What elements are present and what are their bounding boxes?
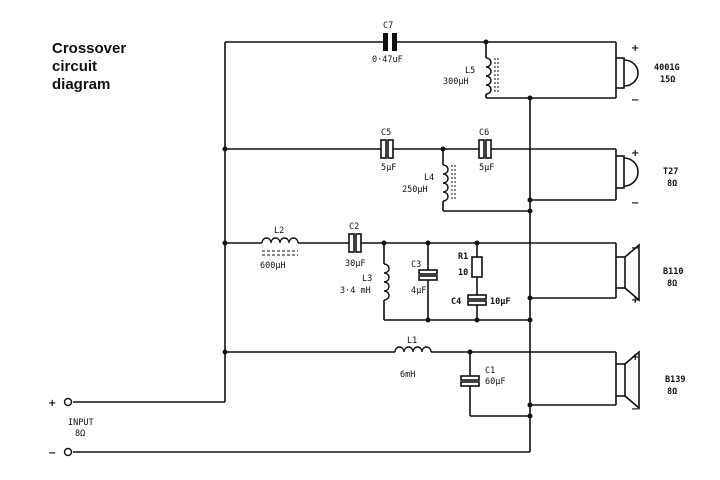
input-plus-sign: + bbox=[48, 398, 56, 409]
svg-text:+: + bbox=[631, 43, 639, 54]
l3-ref: L3 bbox=[362, 274, 372, 284]
capacitor-c1: C1 60μF bbox=[460, 366, 505, 387]
speaker-b139-impedance: 8Ω bbox=[667, 387, 677, 397]
resistor-r1: R1 10 bbox=[458, 252, 483, 278]
c5-value: 5μF bbox=[381, 163, 396, 173]
speaker-t27: + − T27 8Ω bbox=[615, 148, 678, 209]
c1-value: 60μF bbox=[485, 377, 505, 387]
title-line-1: Crossover bbox=[52, 40, 126, 57]
svg-text:−: − bbox=[631, 198, 639, 209]
c3-ref: C3 bbox=[411, 260, 421, 270]
l2-value: 600μH bbox=[260, 261, 286, 271]
inductor-l1: L1 6mH bbox=[394, 336, 432, 380]
speaker-b139: + − B139 8Ω bbox=[615, 350, 685, 415]
l4-ref: L4 bbox=[424, 173, 434, 183]
c3-value: 4μF bbox=[411, 286, 426, 296]
svg-text:−: − bbox=[631, 95, 639, 106]
c7-ref: C7 bbox=[383, 21, 393, 31]
l1-ref: L1 bbox=[407, 336, 417, 346]
inductor-l5: L5 300μH bbox=[443, 57, 499, 95]
c4-ref: C4 bbox=[451, 297, 461, 307]
capacitor-c7: C7 0·47uF bbox=[372, 21, 403, 65]
capacitor-c4: C4 10μF bbox=[451, 294, 510, 307]
speaker-b139-model: B139 bbox=[665, 375, 685, 385]
branch-4001g bbox=[225, 39, 617, 101]
input-label: INPUT bbox=[68, 418, 94, 428]
l5-value: 300μH bbox=[443, 77, 469, 87]
svg-text:+: + bbox=[631, 148, 639, 159]
capacitor-c5: C5 5μF bbox=[380, 128, 396, 173]
input-plus-terminal bbox=[63, 397, 73, 407]
branch-b139 bbox=[222, 349, 617, 419]
speaker-4001g: + − 4001G 15Ω bbox=[615, 43, 680, 106]
branch-b110 bbox=[222, 240, 617, 323]
capacitor-c2: C2 30μF bbox=[345, 222, 365, 269]
c5-ref: C5 bbox=[381, 128, 391, 138]
input-impedance: 8Ω bbox=[75, 429, 85, 439]
c7-value: 0·47uF bbox=[372, 55, 403, 65]
c6-ref: C6 bbox=[479, 128, 489, 138]
input-terminals: + − INPUT 8Ω bbox=[48, 397, 530, 459]
c2-value: 30μF bbox=[345, 259, 365, 269]
svg-text:−: − bbox=[631, 243, 639, 254]
speaker-4001g-model: 4001G bbox=[654, 63, 680, 73]
svg-text:+: + bbox=[631, 295, 639, 306]
c2-ref: C2 bbox=[349, 222, 359, 232]
l3-value: 3·4 mH bbox=[340, 286, 371, 296]
title-line-2: circuit bbox=[52, 58, 97, 75]
speaker-b110-model: B110 bbox=[663, 267, 683, 277]
inductor-l2: L2 600μH bbox=[260, 226, 299, 271]
inductor-l4: L4 250μH bbox=[402, 164, 456, 202]
speaker-b110-impedance: 8Ω bbox=[667, 279, 677, 289]
c4-value: 10μF bbox=[490, 297, 510, 307]
l1-value: 6mH bbox=[400, 370, 415, 380]
speaker-t27-model: T27 bbox=[663, 167, 678, 177]
r1-value: 10 bbox=[458, 268, 468, 278]
c6-value: 5μF bbox=[479, 163, 494, 173]
input-minus-sign: − bbox=[48, 448, 56, 459]
l5-ref: L5 bbox=[465, 66, 475, 76]
speaker-4001g-impedance: 15Ω bbox=[660, 75, 675, 85]
speaker-t27-impedance: 8Ω bbox=[667, 179, 677, 189]
speaker-b110: − + B110 8Ω bbox=[615, 243, 683, 306]
l4-value: 250μH bbox=[402, 185, 428, 195]
branch-t27 bbox=[222, 146, 617, 214]
r1-ref: R1 bbox=[458, 252, 468, 262]
svg-text:−: − bbox=[631, 404, 639, 415]
title-line-3: diagram bbox=[52, 76, 110, 93]
capacitor-c3: C3 4μF bbox=[411, 260, 438, 296]
diagram-title: Crossover circuit diagram bbox=[52, 40, 126, 93]
input-minus-terminal bbox=[63, 447, 73, 457]
inductor-l3: L3 3·4 mH bbox=[340, 263, 390, 301]
l2-ref: L2 bbox=[274, 226, 284, 236]
c1-ref: C1 bbox=[485, 366, 495, 376]
capacitor-c6: C6 5μF bbox=[478, 128, 494, 173]
svg-text:+: + bbox=[631, 352, 639, 363]
